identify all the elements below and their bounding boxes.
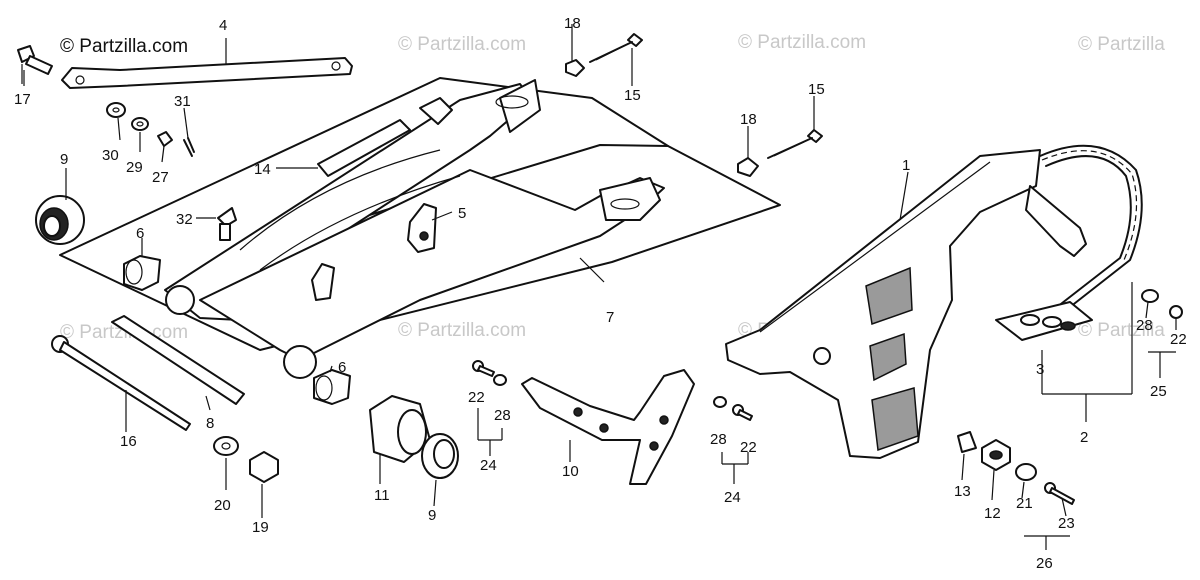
callout-18-upper: 18 — [564, 15, 581, 32]
callout-24-left: 24 — [480, 457, 497, 474]
callout-20: 20 — [214, 497, 231, 514]
part-32-grease-fitting — [217, 207, 237, 241]
callout-6-lower: 6 — [338, 359, 346, 376]
part-30-washer — [106, 102, 126, 118]
callout-7: 7 — [606, 309, 614, 326]
callout-10: 10 — [562, 463, 579, 480]
callout-numbers: 4 17 9 30 29 27 31 32 14 6 5 7 6 8 16 20… — [14, 15, 1187, 572]
watermark-faint-1: © Partzilla.com — [398, 34, 526, 55]
callout-4: 4 — [219, 17, 227, 34]
part-28-washer-mid — [713, 396, 727, 408]
part-8-sleeve — [111, 315, 245, 405]
callout-6-upper: 6 — [136, 225, 144, 242]
callout-5: 5 — [458, 205, 466, 222]
callout-12: 12 — [984, 505, 1001, 522]
part-2-drive-chain — [1039, 144, 1143, 319]
part-4-stay — [61, 38, 353, 89]
part-22-bolt-left — [472, 360, 495, 377]
callout-32: 32 — [176, 211, 193, 228]
callout-15-mid: 15 — [808, 81, 825, 98]
callout-28-mid: 28 — [710, 431, 727, 448]
part-17-bolt — [17, 45, 53, 84]
part-6-bushing-lower — [313, 369, 351, 405]
watermark-faint-5: © Partzilla.com — [398, 320, 526, 341]
part-10-bracket — [521, 369, 695, 485]
callout-24-right: 24 — [724, 489, 741, 506]
callout-8: 8 — [206, 415, 214, 432]
callout-31: 31 — [174, 93, 191, 110]
part-14-slider — [317, 119, 411, 177]
callout-9-upper: 9 — [60, 151, 68, 168]
callout-28-left: 28 — [494, 407, 511, 424]
callout-22-mid: 22 — [740, 439, 757, 456]
part-23-bolt — [1044, 482, 1075, 505]
part-5-bracket — [407, 203, 437, 253]
callout-28-right: 28 — [1136, 317, 1153, 334]
callout-16: 16 — [120, 433, 137, 450]
callout-17: 17 — [14, 91, 31, 108]
callout-2: 2 — [1080, 429, 1088, 446]
part-9-seal-upper — [35, 195, 85, 245]
callout-1: 1 — [902, 157, 910, 174]
part-29-washer — [131, 117, 149, 131]
callout-27: 27 — [152, 169, 169, 186]
part-9-roller-lower — [421, 433, 459, 479]
watermark-faint-3: © Partzilla — [1078, 34, 1165, 55]
part-11-cushion — [369, 395, 431, 463]
callout-21: 21 — [1016, 495, 1033, 512]
part-16-pivot-bolt — [51, 335, 191, 431]
part-21-washer — [1015, 463, 1037, 481]
callout-19: 19 — [252, 519, 269, 536]
part-18-nut-mid — [737, 157, 759, 177]
part-12-nut — [981, 439, 1011, 471]
callout-13: 13 — [954, 483, 971, 500]
callout-11: 11 — [374, 487, 390, 504]
part-15-bolt-upper — [589, 33, 643, 63]
callout-29: 29 — [126, 159, 143, 176]
watermark-main: © Partzilla.com — [60, 36, 188, 57]
part-22-bolt-mid — [732, 404, 753, 421]
part-3-master-link — [995, 301, 1093, 341]
callout-3: 3 — [1036, 361, 1044, 378]
part-15-bolt-mid — [767, 129, 823, 159]
callout-22-left: 22 — [468, 389, 485, 406]
part-7-swingarm — [164, 79, 665, 379]
callout-22-right: 22 — [1170, 331, 1187, 348]
callout-15-upper: 15 — [624, 87, 641, 104]
part-1-chain-case — [725, 149, 1087, 459]
part-13-collar — [957, 431, 977, 453]
part-20-washer — [213, 436, 239, 456]
part-22-bolt-right — [1169, 305, 1183, 319]
part-31-cotter-pin — [183, 137, 195, 157]
callout-9-lower: 9 — [428, 507, 436, 524]
watermark-faint-7: © Partzilla — [1078, 320, 1165, 341]
callout-23: 23 — [1058, 515, 1075, 532]
part-18-nut-upper — [565, 59, 585, 77]
callout-18-mid: 18 — [740, 111, 757, 128]
part-19-nut — [249, 451, 279, 483]
part-28-washer-left — [493, 374, 507, 386]
part-27-nut — [157, 131, 173, 147]
part-6-bushing-upper — [123, 255, 161, 291]
leader-lines — [23, 24, 1177, 550]
callout-26: 26 — [1036, 555, 1053, 572]
watermark-faint-2: © Partzilla.com — [738, 32, 866, 53]
callout-30: 30 — [102, 147, 119, 164]
callout-25: 25 — [1150, 383, 1167, 400]
callout-14: 14 — [254, 161, 271, 178]
part-28-washer-right — [1141, 289, 1159, 303]
